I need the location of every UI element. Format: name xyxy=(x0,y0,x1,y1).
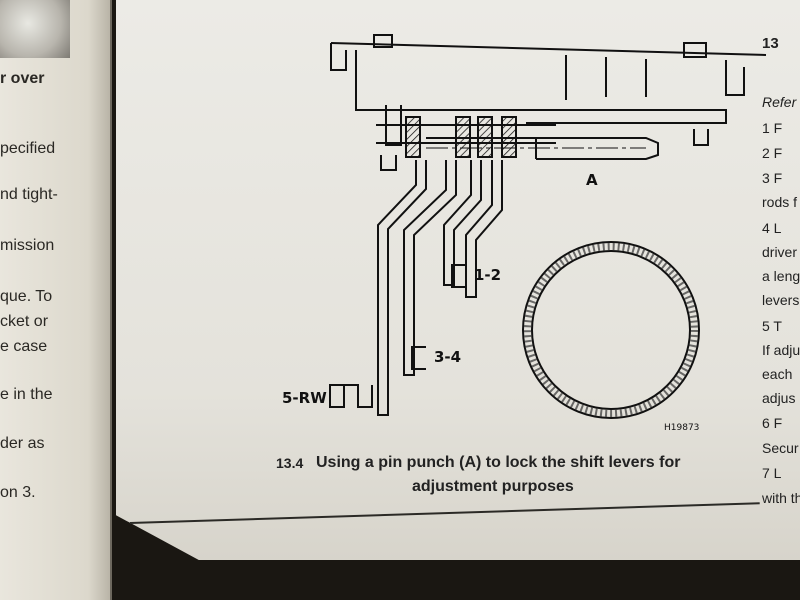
right-line: each xyxy=(762,366,793,382)
shift-lever-diagram: A 1-2 3-4 5-RW H19873 xyxy=(282,34,767,433)
section-number: 13 xyxy=(762,35,779,52)
housing-body-left xyxy=(355,50,536,111)
housing-top-edge xyxy=(330,42,767,56)
right-line: rods f xyxy=(762,194,798,210)
housing-ribs xyxy=(565,55,647,100)
stub-3-4 xyxy=(411,346,426,370)
housing-left-flange xyxy=(330,43,347,71)
right-line: 7 L xyxy=(762,465,782,481)
tube-inner xyxy=(531,250,691,410)
housing-lower-edge xyxy=(506,109,727,124)
diagram-code: H19873 xyxy=(664,423,699,433)
right-line: a leng xyxy=(762,268,800,284)
tube-outer xyxy=(522,241,700,419)
left-line: e case xyxy=(0,338,48,355)
right-line: levers xyxy=(762,292,800,308)
left-line: cket or xyxy=(0,313,49,330)
right-line: 4 L xyxy=(762,220,782,236)
right-line: 2 F xyxy=(762,145,783,161)
label-1-2: 1-2 xyxy=(474,266,501,284)
rod-boss-1 xyxy=(385,105,402,146)
housing-bolt-right xyxy=(683,42,707,58)
left-line: que. To xyxy=(0,288,53,305)
main-page: A 1-2 3-4 5-RW H19873 13.4 Using a pin p… xyxy=(116,0,800,560)
rod-boss-3 xyxy=(693,129,709,146)
right-line: driver xyxy=(762,244,798,260)
label-5-rw: 5-RW xyxy=(282,389,327,407)
label-a: A xyxy=(586,171,598,189)
label-3-4: 3-4 xyxy=(434,348,461,366)
left-line: e in the xyxy=(0,386,53,403)
right-line: 1 F xyxy=(762,120,783,136)
left-line: der as xyxy=(0,435,45,452)
right-line: adjus xyxy=(762,390,796,406)
left-line: pecified xyxy=(0,140,56,157)
pin-punch xyxy=(426,137,659,160)
lever-3-4 xyxy=(403,160,457,376)
lever-1-2-b xyxy=(465,160,503,298)
housing-right-lug xyxy=(725,60,745,96)
caption-line-1: Using a pin punch (A) to lock the shift … xyxy=(316,454,681,471)
left-page: r over pecified nd tight- mission que. T… xyxy=(0,0,112,600)
refer-line: Refer xyxy=(762,94,797,110)
rod-boss-2 xyxy=(380,155,397,171)
photo-fragment xyxy=(0,0,70,58)
left-line: on 3. xyxy=(0,484,36,501)
stub-5-rw xyxy=(329,384,373,408)
stub-1-2 xyxy=(451,264,466,288)
right-line: 5 T xyxy=(762,318,782,334)
right-line: Secur xyxy=(762,440,799,456)
right-line: 6 F xyxy=(762,415,783,431)
right-line: 3 F xyxy=(762,170,783,186)
left-line: r over xyxy=(0,70,45,87)
right-line: If adju xyxy=(762,342,800,358)
left-line: nd tight- xyxy=(0,186,58,203)
right-line: with th xyxy=(762,490,800,506)
left-line: mission xyxy=(0,237,55,254)
lever-5-rw xyxy=(377,160,427,416)
lever-1-2-a xyxy=(443,160,482,286)
right-page-edge: 13 Refer 1 F 2 F 3 F rods f 4 L driver a… xyxy=(758,0,800,600)
housing-bolt-left xyxy=(373,34,393,48)
caption-number: 13.4 xyxy=(276,455,304,471)
caption-line-2: adjustment purposes xyxy=(412,478,574,495)
